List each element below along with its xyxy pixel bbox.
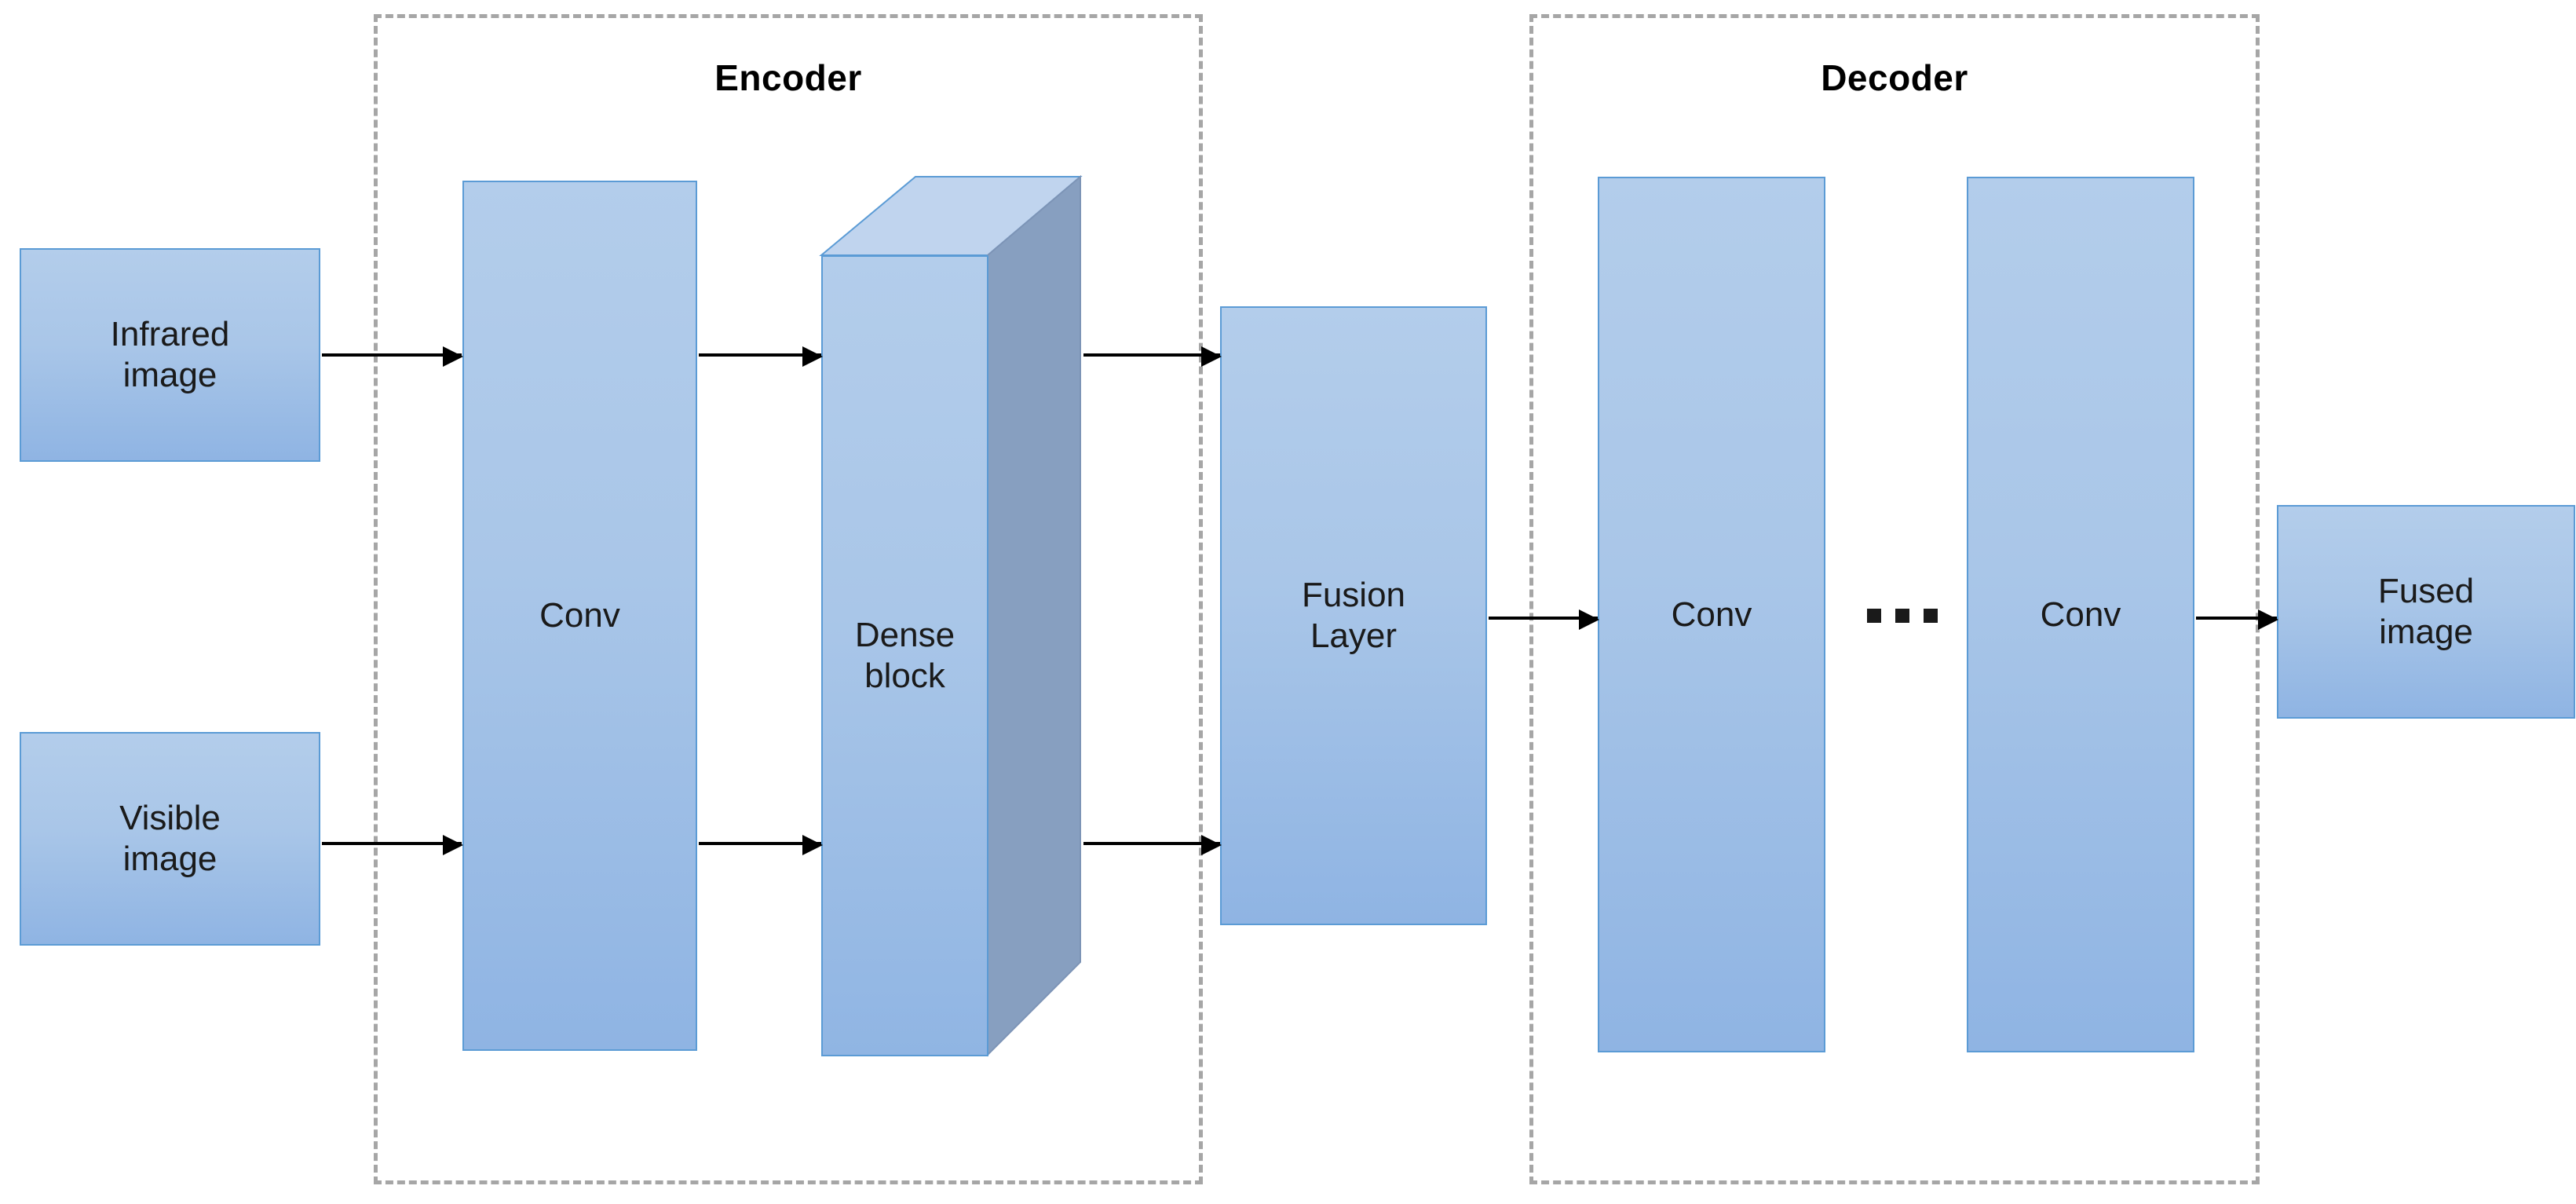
decoder-group-label: Decoder	[1821, 57, 1968, 98]
dense-block-front-face: Dense block	[821, 255, 988, 1056]
decoder-conv-last-label: Conv	[2040, 595, 2121, 634]
dense-block-label: Dense block	[854, 616, 955, 695]
encoder-conv-block[interactable]: Conv	[462, 181, 697, 1051]
decoder-group-box	[1529, 14, 2260, 1184]
arrow-conv-to-dense-bottom	[699, 835, 823, 855]
fused-image-label: Fused image	[2377, 572, 2475, 651]
ellipsis-dot	[1895, 609, 1909, 623]
arrow-dense-to-fusion-top	[1083, 346, 1222, 367]
fusion-layer-block[interactable]: Fusion Layer	[1220, 306, 1487, 925]
ellipsis-dot	[1924, 609, 1938, 623]
fused-image-block[interactable]: Fused image	[2277, 505, 2575, 719]
arrow-infrared-to-conv	[322, 346, 463, 367]
visible-image-label: Visible image	[119, 799, 221, 878]
visible-image-block[interactable]: Visible image	[20, 732, 320, 946]
arrow-fusion-to-decoder	[1489, 609, 1599, 630]
decoder-conv-last-block[interactable]: Conv	[1967, 177, 2194, 1052]
arrow-dense-to-fusion-bottom	[1083, 835, 1222, 855]
fusion-layer-label: Fusion Layer	[1301, 576, 1406, 655]
arrow-conv-to-dense-top	[699, 346, 823, 367]
decoder-conv-first-block[interactable]: Conv	[1598, 177, 1825, 1052]
infrared-image-label: Infrared image	[110, 315, 230, 394]
dense-block-3d[interactable]: Dense block	[819, 174, 1127, 1060]
encoder-group-label: Encoder	[714, 57, 862, 98]
arrow-decoder-to-fused	[2196, 609, 2278, 630]
arrow-visible-to-conv	[322, 835, 463, 855]
encoder-conv-label: Conv	[539, 596, 620, 635]
ellipsis-dot	[1867, 609, 1881, 623]
decoder-ellipsis-icon	[1867, 609, 1938, 623]
infrared-image-block[interactable]: Infrared image	[20, 248, 320, 462]
decoder-conv-first-label: Conv	[1671, 595, 1752, 634]
encoder-group-box	[374, 14, 1203, 1184]
